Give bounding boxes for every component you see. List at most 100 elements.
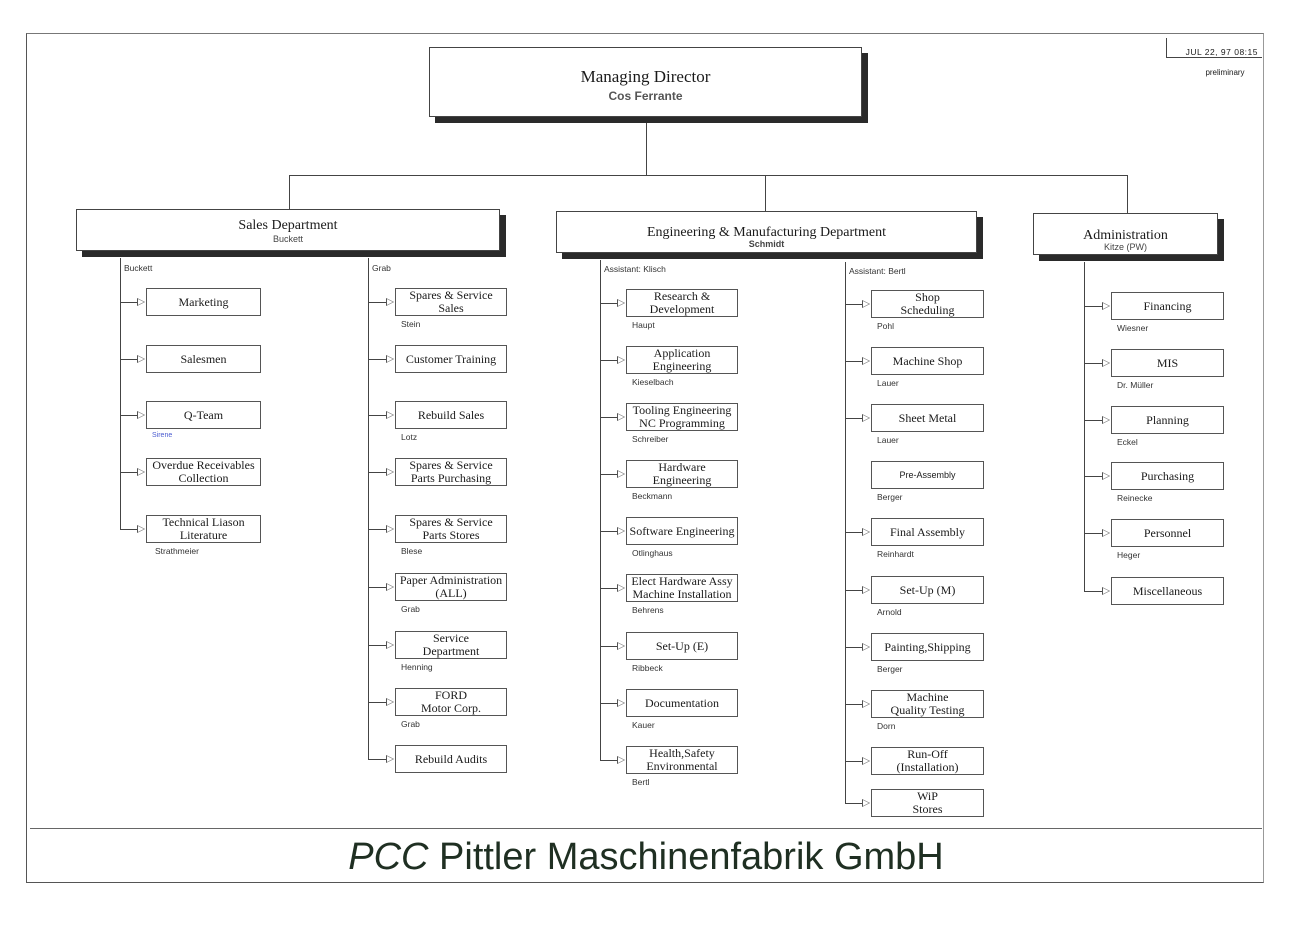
unit-connector xyxy=(845,590,863,591)
company-prefix: PCC xyxy=(348,836,429,878)
department-head: Schmidt xyxy=(748,239,785,249)
unit-connector xyxy=(368,529,387,530)
org-unit-box[interactable]: Technical Liason Literature xyxy=(146,515,261,543)
arrow-icon xyxy=(862,757,870,765)
org-unit-box[interactable]: Spares & Service Parts Stores xyxy=(395,515,507,543)
unit-head-name: Lotz xyxy=(401,432,418,442)
unit-connector xyxy=(1084,476,1103,477)
unit-head-name: Bertl xyxy=(632,777,650,787)
unit-head-name: Sirene xyxy=(152,432,173,439)
branch-connector xyxy=(368,258,369,759)
org-unit-box[interactable]: Purchasing xyxy=(1111,462,1224,490)
org-unit-box[interactable]: Set-Up (E) xyxy=(626,632,738,660)
org-unit-box[interactable]: Elect Hardware Assy Machine Installation xyxy=(626,574,738,602)
org-unit-box[interactable]: Shop Scheduling xyxy=(871,290,984,318)
arrow-icon xyxy=(386,411,394,419)
org-unit-box[interactable]: Overdue Receivables Collection xyxy=(146,458,261,486)
unit-head-name: Heger xyxy=(1117,550,1141,560)
org-unit-box[interactable]: Final Assembly xyxy=(871,518,984,546)
arrow-icon xyxy=(1102,302,1110,310)
connector xyxy=(289,175,290,210)
org-unit-box[interactable]: Pre-Assembly xyxy=(871,461,984,489)
org-unit-box[interactable]: Documentation xyxy=(626,689,738,717)
connector xyxy=(646,123,647,175)
org-unit-box[interactable]: Miscellaneous xyxy=(1111,577,1224,605)
org-unit-box[interactable]: Service Department xyxy=(395,631,507,659)
org-unit-box[interactable]: Q-Team xyxy=(146,401,261,429)
unit-head-name: Berger xyxy=(877,492,903,502)
unit-head-name: Grab xyxy=(401,719,420,729)
org-unit-box[interactable]: Marketing xyxy=(146,288,261,316)
org-unit-box[interactable]: Paper Administration (ALL) xyxy=(395,573,507,601)
branch-connector xyxy=(600,260,601,760)
unit-head-name: Blese xyxy=(401,546,423,556)
arrow-icon xyxy=(862,799,870,807)
org-unit-box[interactable]: Painting,Shipping xyxy=(871,633,984,661)
arrow-icon xyxy=(862,414,870,422)
org-unit-box[interactable]: Financing xyxy=(1111,292,1224,320)
department-head: Buckett xyxy=(272,234,303,244)
org-unit-box[interactable]: FORD Motor Corp. xyxy=(395,688,507,716)
org-unit-box[interactable]: MIS xyxy=(1111,349,1224,377)
arrow-icon xyxy=(617,413,625,421)
unit-head-name: Reinecke xyxy=(1117,493,1153,503)
org-unit-box[interactable]: Personnel xyxy=(1111,519,1224,547)
arrow-icon xyxy=(617,642,625,650)
arrow-icon xyxy=(137,298,145,306)
org-unit-box[interactable]: Machine Shop xyxy=(871,347,984,375)
unit-connector xyxy=(845,361,863,362)
department-box-engineering[interactable]: Engineering & Manufacturing Department S… xyxy=(556,211,977,253)
arrow-icon xyxy=(386,698,394,706)
arrow-icon xyxy=(617,470,625,478)
unit-connector xyxy=(845,761,863,762)
org-unit-box[interactable]: Application Engineering xyxy=(626,346,738,374)
org-unit-box[interactable]: WiP Stores xyxy=(871,789,984,817)
arrow-icon xyxy=(1102,416,1110,424)
managing-director-title: Managing Director xyxy=(580,67,711,86)
unit-connector xyxy=(600,760,618,761)
arrow-icon xyxy=(386,755,394,763)
unit-head-name: Eckel xyxy=(1117,437,1138,447)
department-box-sales[interactable]: Sales Department Buckett xyxy=(76,209,500,251)
org-unit-box[interactable]: Planning xyxy=(1111,406,1224,434)
org-unit-box[interactable]: Tooling Engineering NC Programming xyxy=(626,403,738,431)
arrow-icon xyxy=(386,468,394,476)
org-unit-box[interactable]: Sheet Metal xyxy=(871,404,984,432)
department-title: Engineering & Manufacturing Department xyxy=(646,225,887,240)
unit-connector xyxy=(1084,533,1103,534)
branch-label: Buckett xyxy=(124,263,153,273)
org-unit-box[interactable]: Health,Safety Environmental xyxy=(626,746,738,774)
unit-connector xyxy=(1084,363,1103,364)
arrow-icon xyxy=(617,527,625,535)
unit-connector xyxy=(845,647,863,648)
department-head: Kitze (PW) xyxy=(1103,242,1147,252)
unit-connector xyxy=(845,532,863,533)
org-unit-box[interactable]: Customer Training xyxy=(395,345,507,373)
org-unit-box[interactable]: Machine Quality Testing xyxy=(871,690,984,718)
arrow-icon xyxy=(137,468,145,476)
org-unit-box[interactable]: Hardware Engineering xyxy=(626,460,738,488)
org-unit-box[interactable]: Spares & Service Parts Purchasing xyxy=(395,458,507,486)
unit-connector xyxy=(600,474,618,475)
unit-connector xyxy=(120,415,138,416)
org-unit-box[interactable]: Software Engineering xyxy=(626,517,738,545)
unit-head-name: Otlinghaus xyxy=(632,548,673,558)
unit-head-name: Lauer xyxy=(877,435,899,445)
org-unit-box[interactable]: Set-Up (M) xyxy=(871,576,984,604)
connector xyxy=(1127,175,1128,213)
unit-head-name: Pohl xyxy=(877,321,895,331)
org-unit-box[interactable]: Spares & Service Sales xyxy=(395,288,507,316)
unit-connector xyxy=(368,302,387,303)
department-box-administration[interactable]: Administration Kitze (PW) xyxy=(1033,213,1218,255)
unit-head-name: Reinhardt xyxy=(877,549,914,559)
unit-head-name: Arnold xyxy=(877,607,902,617)
arrow-icon xyxy=(137,411,145,419)
org-unit-box[interactable]: Rebuild Sales xyxy=(395,401,507,429)
org-unit-box[interactable]: Research & Development xyxy=(626,289,738,317)
org-unit-box[interactable]: Rebuild Audits xyxy=(395,745,507,773)
arrow-icon xyxy=(137,355,145,363)
org-unit-box[interactable]: Salesmen xyxy=(146,345,261,373)
managing-director-box[interactable]: Managing Director Cos Ferrante xyxy=(429,47,862,117)
branch-label: Assistant: Klisch xyxy=(604,264,666,274)
org-unit-box[interactable]: Run-Off (Installation) xyxy=(871,747,984,775)
